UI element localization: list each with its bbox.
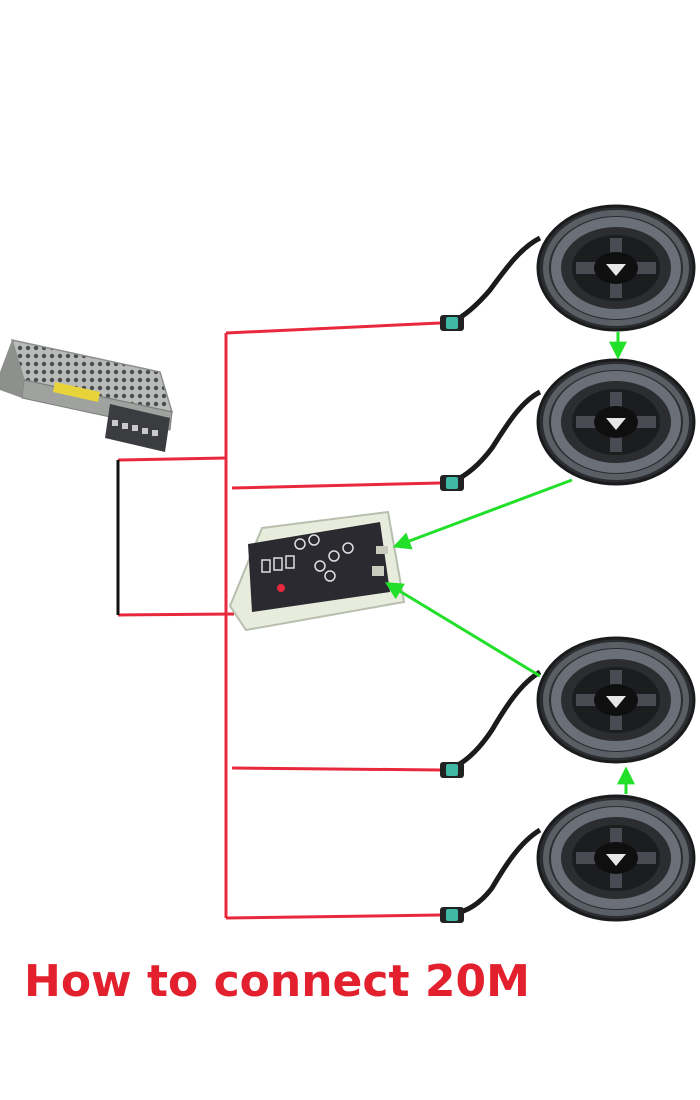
power-supply-icon [0,338,174,452]
diagram-caption: How to connect 20M [24,956,530,1007]
led-strip-reel-icon [440,796,694,923]
power-wire-reel-4 [225,913,441,920]
led-strip-reel-icon [440,206,694,331]
power-wire-reel-2 [231,481,441,490]
signal-arrow-reel-3-to-controller [384,582,541,678]
signal-arrows [384,332,635,794]
signal-arrow-reel-2-to-controller [392,478,573,550]
power-wire-psu [117,456,227,462]
controller-icon [228,510,406,632]
led-strip-reel-icon [440,638,694,778]
power-wires [117,321,441,920]
power-wire-reel-1 [225,321,441,335]
power-wire-reel-3 [231,766,441,772]
led-strip-reel-icon [440,360,694,491]
power-wire-controller [117,612,235,617]
